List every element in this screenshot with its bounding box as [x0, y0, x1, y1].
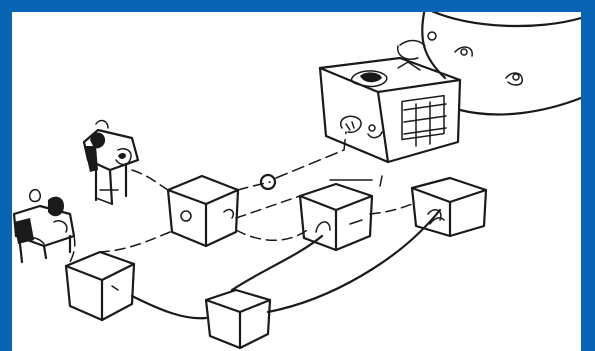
node-d-cube	[66, 252, 134, 320]
node-b-cube	[300, 184, 372, 250]
node-e-cube	[206, 290, 270, 348]
network-sketch	[12, 12, 581, 351]
user-at-desk-lower	[14, 190, 74, 262]
storage-tank	[398, 12, 581, 114]
user-at-desk-upper	[84, 121, 138, 204]
sketch-canvas	[12, 12, 581, 351]
central-server	[320, 58, 460, 162]
node-c-cube	[412, 178, 486, 236]
node-a-cube	[168, 176, 238, 246]
